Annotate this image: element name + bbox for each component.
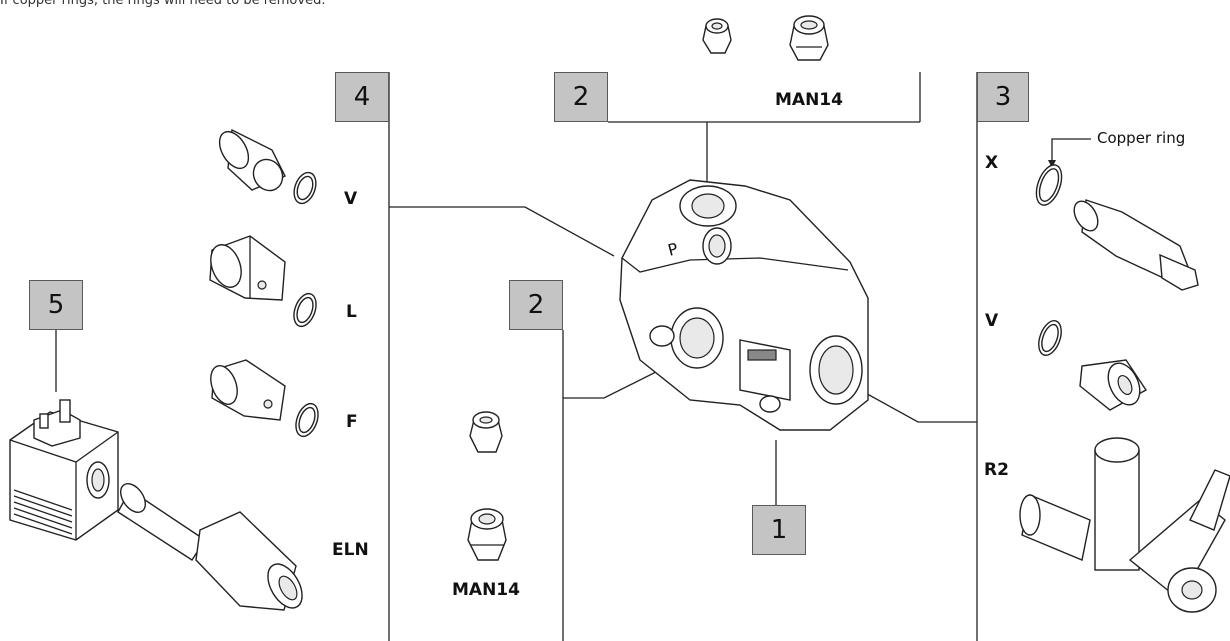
divider-lines bbox=[55, 72, 1091, 641]
middle-plug-large bbox=[467, 508, 507, 561]
label-v-right: V bbox=[985, 311, 999, 331]
copper-ring bbox=[1035, 164, 1063, 206]
cartridge-f bbox=[210, 359, 319, 438]
cut-off-caption: If copper rings, the rings will need to … bbox=[0, 0, 326, 8]
middle-plug-small bbox=[469, 411, 503, 453]
cartridge-l bbox=[209, 235, 317, 328]
right-ring-v bbox=[1038, 320, 1062, 356]
badge-1: 1 bbox=[752, 505, 806, 555]
cartridge-v-right bbox=[1079, 359, 1148, 411]
label-man14-top: MAN14 bbox=[775, 90, 843, 110]
badge-4: 4 bbox=[335, 72, 389, 122]
badge-5: 5 bbox=[29, 280, 83, 330]
label-f-left: F bbox=[346, 412, 358, 432]
badge-2-middle: 2 bbox=[509, 280, 563, 330]
label-l-left: L bbox=[346, 302, 357, 322]
label-r2-right: R2 bbox=[984, 460, 1009, 480]
top-plug-small bbox=[702, 18, 732, 54]
valve-body bbox=[619, 179, 869, 431]
label-eln: ELN bbox=[332, 540, 369, 560]
cartridge-r2 bbox=[1019, 437, 1230, 613]
badge-3: 3 bbox=[977, 72, 1029, 122]
top-plug-large bbox=[789, 15, 829, 61]
label-copper-ring: Copper ring bbox=[1097, 129, 1186, 147]
badge-2-top: 2 bbox=[554, 72, 608, 122]
label-man14-bottom: MAN14 bbox=[452, 580, 520, 600]
cartridge-v bbox=[218, 128, 317, 205]
label-x-right: X bbox=[985, 153, 999, 173]
solenoid-cartridge-eln bbox=[117, 482, 303, 611]
label-v-left: V bbox=[344, 189, 358, 209]
cartridge-x bbox=[1073, 199, 1199, 291]
solenoid-coil bbox=[9, 399, 119, 541]
